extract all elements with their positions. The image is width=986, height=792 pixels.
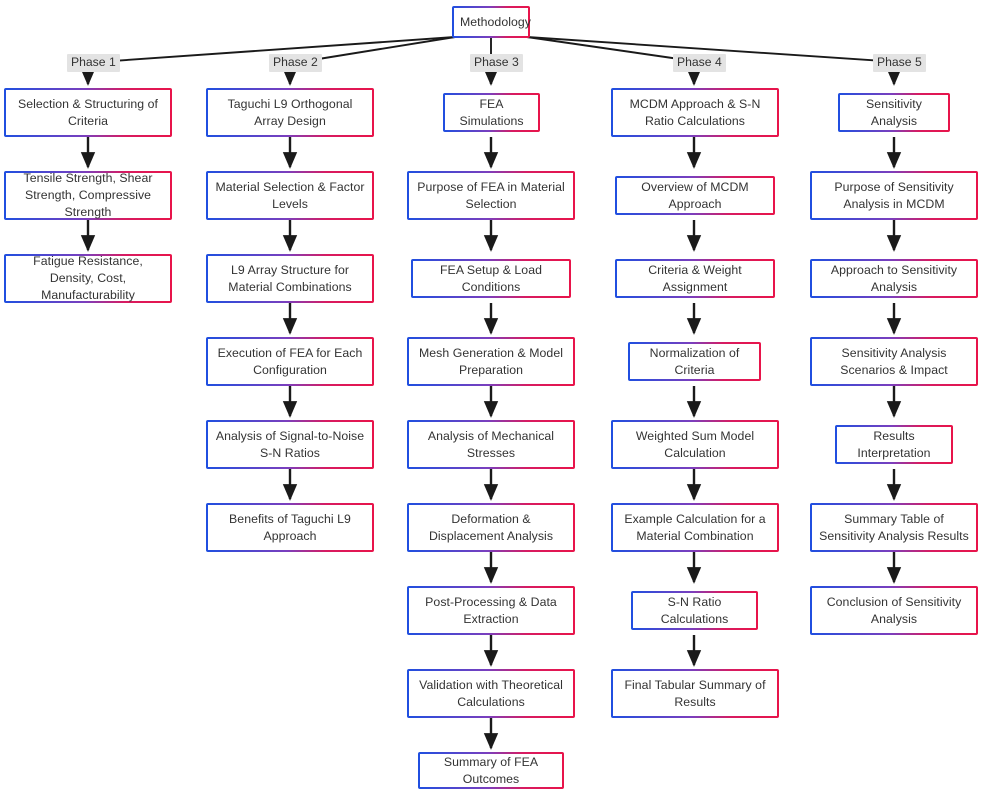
node-p3n6[interactable]: Deformation & Displacement Analysis [407,503,575,552]
node-label: Approach to Sensitivity Analysis [830,262,958,294]
node-label: Execution of FEA for Each Configuration [217,345,363,377]
node-label: Overview of MCDM Approach [641,179,749,211]
node-p4n3[interactable]: Criteria & Weight Assignment [615,259,775,298]
node-label: Final Tabular Summary of Results [624,677,766,709]
node-methodology[interactable]: Methodology [452,6,531,38]
node-label: Purpose of FEA in Material Selection [417,179,565,211]
node-p5n4[interactable]: Sensitivity Analysis Scenarios & Impact [810,337,978,386]
node-label: MCDM Approach & S-N Ratio Calculations [629,96,761,128]
node-p2n5[interactable]: Analysis of Signal-to-Noise S-N Ratios [206,420,374,469]
node-p2n2[interactable]: Material Selection & Factor Levels [206,171,374,220]
node-p3n7[interactable]: Post-Processing & Data Extraction [407,586,575,635]
node-p3n9[interactable]: Summary of FEA Outcomes [418,752,564,789]
node-p5n2[interactable]: Purpose of Sensitivity Analysis in MCDM [810,171,978,220]
node-p3n4[interactable]: Mesh Generation & Model Preparation [407,337,575,386]
node-label: Sensitivity Analysis [866,96,922,128]
edge-label-phase-1: Phase 1 [67,54,120,72]
node-p1n1[interactable]: Selection & Structuring of Criteria [4,88,172,137]
node-p3n5[interactable]: Analysis of Mechanical Stresses [407,420,575,469]
node-p3n2[interactable]: Purpose of FEA in Material Selection [407,171,575,220]
node-label: Methodology [460,14,531,29]
edge-label-phase-4: Phase 4 [673,54,726,72]
node-label: Fatigue Resistance, Density, Cost, Manuf… [33,254,143,302]
node-label: Mesh Generation & Model Preparation [418,345,563,377]
node-p5n7[interactable]: Conclusion of Sensitivity Analysis [810,586,978,635]
node-label: Deformation & Displacement Analysis [428,511,554,543]
node-p2n6[interactable]: Benefits of Taguchi L9 Approach [206,503,374,552]
node-label: Purpose of Sensitivity Analysis in MCDM [834,179,954,211]
node-label: Validation with Theoretical Calculations [419,677,563,709]
node-label: Benefits of Taguchi L9 Approach [229,511,351,543]
node-label: Conclusion of Sensitivity Analysis [826,594,962,626]
edge-label-phase-5: Phase 5 [873,54,926,72]
node-p4n4[interactable]: Normalization of Criteria [628,342,761,381]
node-p4n8[interactable]: Final Tabular Summary of Results [611,669,779,718]
node-label: Results Interpretation [857,428,931,460]
node-p4n2[interactable]: Overview of MCDM Approach [615,176,775,215]
node-label: Summary Table of Sensitivity Analysis Re… [819,511,969,543]
node-p1n3[interactable]: Fatigue Resistance, Density, Cost, Manuf… [4,254,172,303]
node-p5n5[interactable]: Results Interpretation [835,425,953,464]
node-p3n3[interactable]: FEA Setup & Load Conditions [411,259,571,298]
node-label: S-N Ratio Calculations [660,594,729,626]
node-p2n3[interactable]: L9 Array Structure for Material Combinat… [206,254,374,303]
node-label: Example Calculation for a Material Combi… [624,511,766,543]
node-p3n1[interactable]: FEA Simulations [443,93,540,132]
node-p5n3[interactable]: Approach to Sensitivity Analysis [810,259,978,298]
node-label: Weighted Sum Model Calculation [635,428,755,460]
node-label: Analysis of Mechanical Stresses [427,428,555,460]
node-p4n1[interactable]: MCDM Approach & S-N Ratio Calculations [611,88,779,137]
node-label: Taguchi L9 Orthogonal Array Design [227,96,353,128]
node-p4n7[interactable]: S-N Ratio Calculations [631,591,758,630]
node-label: Analysis of Signal-to-Noise S-N Ratios [215,428,365,460]
node-p5n1[interactable]: Sensitivity Analysis [838,93,950,132]
node-p2n4[interactable]: Execution of FEA for Each Configuration [206,337,374,386]
node-label: Summary of FEA Outcomes [443,754,539,786]
node-label: FEA Simulations [459,96,524,128]
node-label: L9 Array Structure for Material Combinat… [228,262,352,294]
node-p3n8[interactable]: Validation with Theoretical Calculations [407,669,575,718]
node-label: Tensile Strength, Shear Strength, Compre… [23,171,153,219]
node-label: Normalization of Criteria [649,345,740,377]
edge-label-phase-3: Phase 3 [470,54,523,72]
node-label: Criteria & Weight Assignment [648,262,742,294]
node-p5n6[interactable]: Summary Table of Sensitivity Analysis Re… [810,503,978,552]
node-label: Post-Processing & Data Extraction [425,594,557,626]
node-label: Selection & Structuring of Criteria [17,96,159,128]
node-p2n1[interactable]: Taguchi L9 Orthogonal Array Design [206,88,374,137]
edge-label-phase-2: Phase 2 [269,54,322,72]
node-p4n5[interactable]: Weighted Sum Model Calculation [611,420,779,469]
node-label: FEA Setup & Load Conditions [440,262,542,294]
node-p4n6[interactable]: Example Calculation for a Material Combi… [611,503,779,552]
node-label: Material Selection & Factor Levels [215,179,365,211]
node-p1n2[interactable]: Tensile Strength, Shear Strength, Compre… [4,171,172,220]
node-label: Sensitivity Analysis Scenarios & Impact [840,345,948,377]
